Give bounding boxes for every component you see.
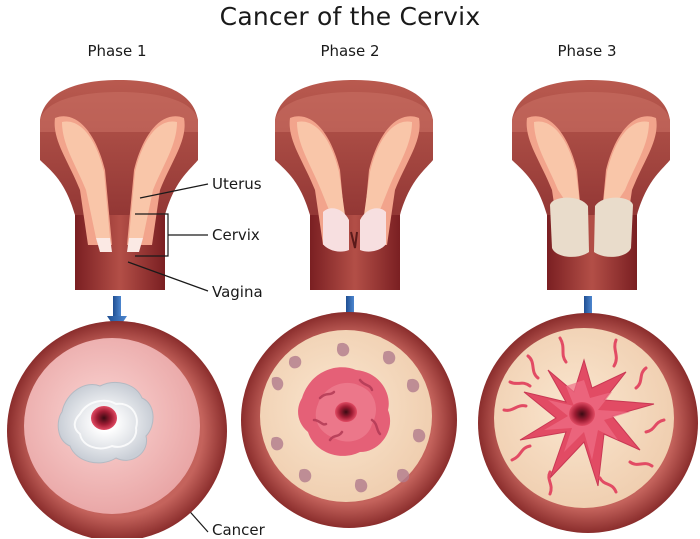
phase-2-label: Phase 2 bbox=[320, 42, 380, 60]
phase-3-cervix-view bbox=[478, 313, 698, 533]
phase-1-uterus bbox=[40, 80, 198, 290]
phase-2-uterus bbox=[275, 80, 433, 290]
vagina-label: Vagina bbox=[212, 283, 263, 301]
phase-2-cervix-view bbox=[241, 312, 457, 528]
phase-3-label: Phase 3 bbox=[557, 42, 617, 60]
diagram-title: Cancer of the Cervix bbox=[219, 2, 481, 31]
phase-1-label: Phase 1 bbox=[87, 42, 147, 60]
phase-1-cervix-view bbox=[7, 321, 227, 538]
phase-3-uterus bbox=[512, 80, 670, 290]
cervix-label: Cervix bbox=[212, 226, 260, 244]
cancer-label: Cancer bbox=[212, 521, 265, 539]
uterus-label: Uterus bbox=[212, 175, 262, 193]
